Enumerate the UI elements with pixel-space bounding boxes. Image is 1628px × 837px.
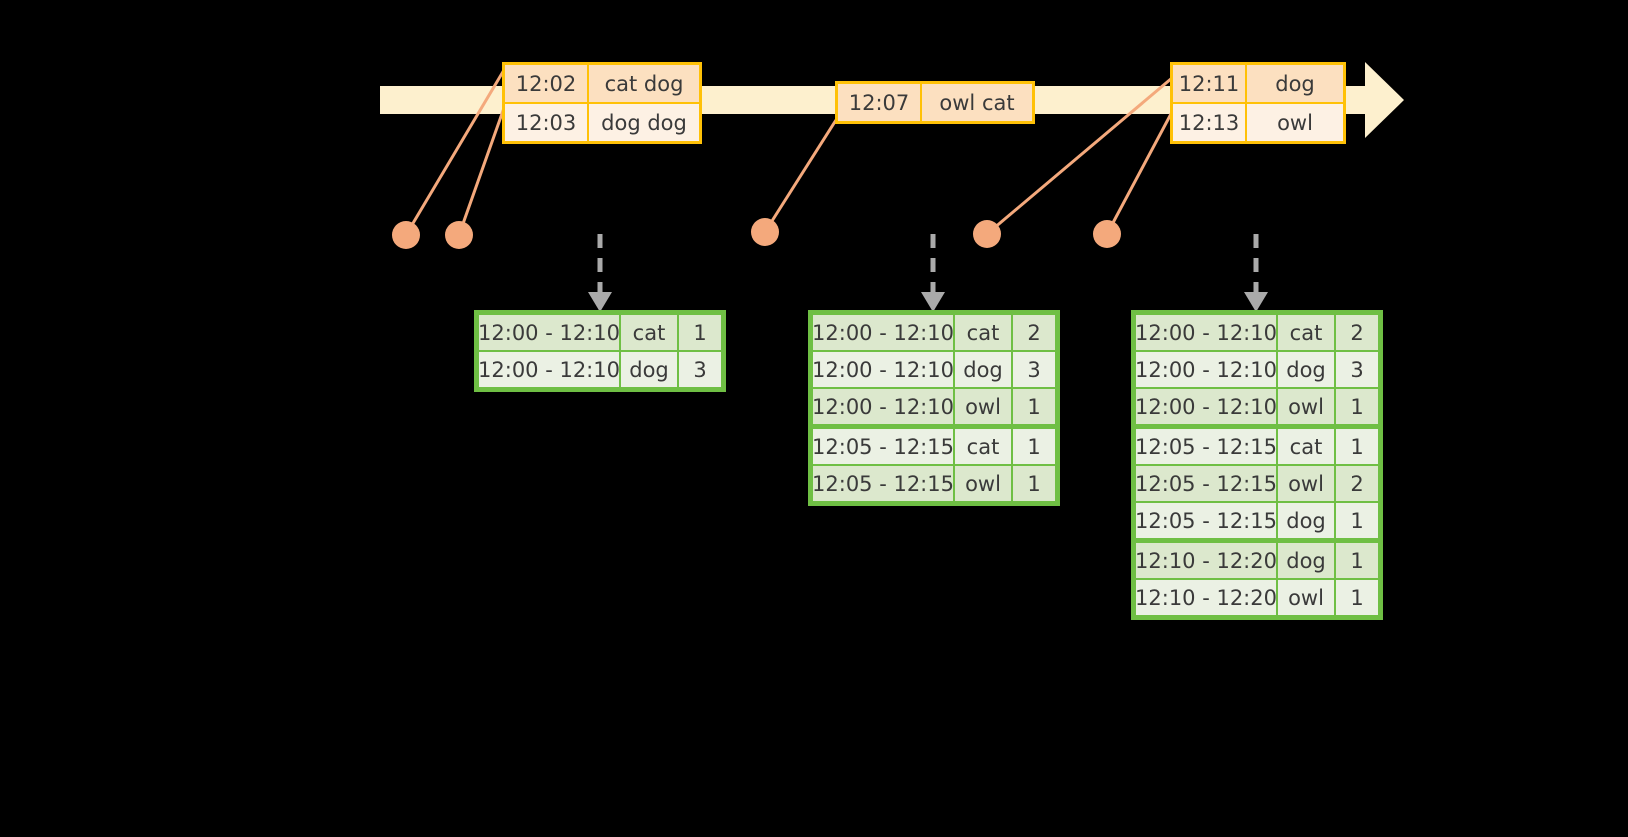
table-cell-count: 1 [679,315,721,350]
table-cell-word: owl [955,466,1011,501]
table-cell-count: 2 [1336,466,1378,501]
event-row: 12:13 owl [1173,102,1343,141]
event-dot-2 [445,221,473,249]
table-flow-arrows [597,234,1259,292]
event-dot-3 [751,218,779,246]
table-cell-count: 1 [1013,466,1055,501]
table-cell-word: dog [1278,543,1334,578]
table-cell-window: 12:10 - 12:20 [1135,580,1277,615]
event-row: 12:02 cat dog [505,65,699,102]
table-cell-count: 3 [1013,352,1055,387]
event-words: owl [1247,104,1343,141]
table-cell-word: cat [1278,429,1334,464]
table-cell-window: 12:05 - 12:15 [812,429,954,464]
table-cell-window: 12:05 - 12:15 [1135,429,1277,464]
table-cell-window: 12:10 - 12:20 [1135,543,1277,578]
table-cell-window: 12:00 - 12:10 [478,352,620,387]
event-time: 12:07 [838,84,922,121]
table-cell-word: cat [621,315,677,350]
table-cell-word: owl [1278,389,1334,424]
table-cell-count: 3 [679,352,721,387]
table-cell-window: 12:00 - 12:10 [1135,352,1277,387]
table-cell-word: owl [1278,466,1334,501]
table-cell-count: 1 [1336,580,1378,615]
table-cell-window: 12:05 - 12:15 [1135,466,1277,501]
table-cell-window: 12:00 - 12:10 [812,315,954,350]
table-cell-count: 1 [1336,429,1378,464]
event-time: 12:13 [1173,104,1247,141]
table-cell-window: 12:00 - 12:10 [1135,389,1277,424]
event-time: 12:11 [1173,65,1247,102]
table-cell-word: cat [955,429,1011,464]
event-time: 12:02 [505,65,589,102]
table-cell-window: 12:05 - 12:15 [812,466,954,501]
table-cell-count: 1 [1336,389,1378,424]
connector-2 [457,107,506,236]
connector-1 [404,69,506,236]
connector-3 [763,119,838,233]
connector-4 [986,76,1173,236]
event-dot-1 [392,221,420,249]
table-cell-count: 1 [1336,543,1378,578]
table-cell-word: dog [1278,352,1334,387]
event-time: 12:03 [505,104,589,141]
table-cell-count: 1 [1336,503,1378,538]
table-cell-window: 12:05 - 12:15 [1135,503,1277,538]
table-cell-word: owl [1278,580,1334,615]
table-cell-window: 12:00 - 12:10 [1135,315,1277,350]
table-cell-count: 1 [1013,429,1055,464]
table-cell-count: 2 [1336,315,1378,350]
table-cell-word: cat [1278,315,1334,350]
event-dots [392,218,1121,249]
table-cell-count: 2 [1013,315,1055,350]
flow-arrowhead-3 [1244,292,1268,312]
event-row: 12:03 dog dog [505,102,699,141]
event-words: owl cat [922,84,1032,121]
table-cell-word: dog [1278,503,1334,538]
table-cell-word: dog [621,352,677,387]
table-cell-window: 12:00 - 12:10 [478,315,620,350]
table-cell-word: dog [955,352,1011,387]
flow-arrowhead-1 [588,292,612,312]
table-cell-count: 1 [1013,389,1055,424]
flow-arrowhead-2 [921,292,945,312]
event-group-1[interactable]: 12:02 cat dog 12:03 dog dog [502,62,702,144]
table-cell-window: 12:00 - 12:10 [812,352,954,387]
table-cell-word: owl [955,389,1011,424]
event-row: 12:11 dog [1173,65,1343,102]
connector-5 [1105,111,1174,235]
event-group-2[interactable]: 12:07 owl cat [835,81,1035,124]
table-flow-arrowheads [588,292,1268,312]
event-words: cat dog [589,65,699,102]
event-words: dog dog [589,104,699,141]
table-cell-count: 3 [1336,352,1378,387]
event-row: 12:07 owl cat [838,84,1032,121]
event-group-3[interactable]: 12:11 dog 12:13 owl [1170,62,1346,144]
event-dot-5 [1093,220,1121,248]
event-connector-lines [404,69,1174,236]
event-words: dog [1247,65,1343,102]
table-cell-window: 12:00 - 12:10 [812,389,954,424]
event-dot-4 [973,220,1001,248]
table-cell-word: cat [955,315,1011,350]
